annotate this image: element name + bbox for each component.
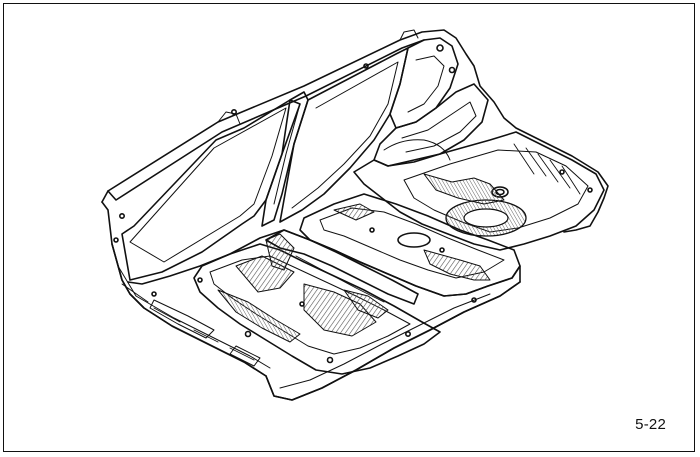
left-side-frame xyxy=(101,29,609,233)
center-tunnel xyxy=(265,229,419,305)
figure-frame: 5-22 xyxy=(3,3,695,452)
front-seat-cross-member xyxy=(193,243,441,375)
rear-door-opening xyxy=(279,47,409,223)
car-underbody-floor-pan-icon xyxy=(101,29,609,401)
b-pillar xyxy=(261,91,309,227)
rear-wheelhouse xyxy=(373,83,489,167)
figure-number: 5-22 xyxy=(635,416,666,433)
rear-floor-panel xyxy=(353,131,605,251)
c-pillar xyxy=(389,37,459,129)
left-rocker-sill xyxy=(111,243,267,377)
